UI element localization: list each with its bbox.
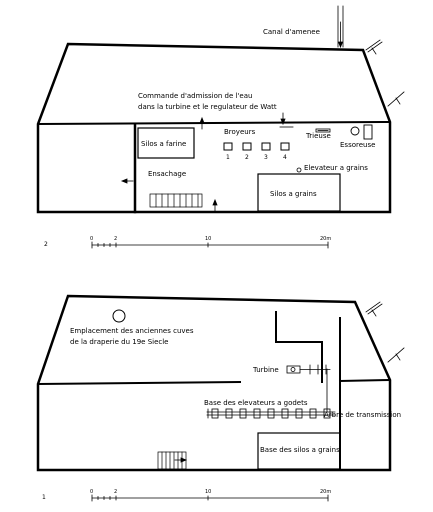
upper-labels: Canal d'amenee Commande d'admission de l… — [44, 28, 375, 248]
mill-4 — [280, 142, 290, 151]
cuves-label-line2: de la draperie du 19e Siecle — [70, 338, 169, 346]
upper-scale-2: 2 — [114, 236, 117, 242]
essoreuse-label: Essoreuse — [340, 141, 375, 149]
upper-scale-10: 10 — [205, 236, 211, 242]
transmission-shaft — [206, 408, 336, 419]
ensachage-label: Ensachage — [148, 170, 186, 178]
upper-section-marker — [365, 39, 405, 107]
command-label-line1: Commande d'admission de l'eau — [138, 92, 252, 100]
lower-labels: Emplacement des anciennes cuves de la dr… — [42, 327, 401, 501]
ensachage-arrow — [120, 178, 134, 184]
lower-plan-number: 1 — [42, 494, 46, 501]
lower-inner-wall-right — [338, 378, 392, 383]
upper-scale-0: 0 — [90, 236, 93, 242]
lower-scale-bar — [91, 494, 329, 502]
lower-inner-wall-left — [36, 380, 242, 386]
upper-building-outline — [36, 42, 392, 214]
elevateur-marker — [296, 167, 302, 173]
broyeurs-label: Broyeurs — [224, 128, 256, 136]
upper-scale-20m: 20m — [320, 236, 331, 242]
mill-number-3: 3 — [264, 154, 268, 161]
upper-plan-number: 2 — [44, 241, 48, 248]
lower-section-marker — [365, 301, 405, 363]
silos-farine-label: Silos a farine — [141, 140, 186, 148]
lower-scale-10: 10 — [205, 489, 211, 495]
silos-farine-box — [137, 127, 195, 159]
silos-grains-label: Silos a grains — [270, 190, 317, 198]
mill-1 — [223, 142, 233, 151]
essoreuse-circle — [350, 126, 360, 136]
upper-small-arrow — [199, 116, 205, 130]
elevateur-label: Elevateur a grains — [304, 164, 368, 172]
mill-2 — [242, 142, 252, 151]
canal-label: Canal d'amenee — [263, 28, 320, 36]
broyeurs-mills — [223, 142, 290, 151]
upper-staircase — [149, 193, 203, 208]
command-arrow — [279, 112, 294, 128]
upper-scale-bar — [91, 241, 329, 249]
turbine-label: Turbine — [252, 366, 279, 374]
cuves-label-line1: Emplacement des anciennes cuves — [70, 327, 194, 335]
lower-annex-wall — [275, 311, 323, 343]
mill-number-1: 1 — [226, 154, 230, 161]
lower-stair-arrow — [174, 457, 188, 463]
trieuse-label: Trieuse — [305, 132, 331, 140]
lower-scale-2: 2 — [114, 489, 117, 495]
base-silos-box — [257, 432, 341, 470]
upper-plan-walls — [36, 42, 392, 214]
mill-3 — [261, 142, 271, 151]
upper-inner-wall — [36, 120, 392, 126]
lower-plan-walls — [36, 294, 392, 472]
base-elevateurs-label: Base des elevateurs a godets — [204, 399, 308, 407]
lower-scale-20m: 20m — [320, 489, 331, 495]
arbre-label: Arbre de transmission — [324, 411, 401, 419]
turbine-machine — [286, 364, 331, 375]
canal-pipe — [337, 5, 344, 49]
lower-scale-0: 0 — [90, 489, 93, 495]
trieuse-machine — [315, 128, 331, 133]
mill-number-4: 4 — [283, 154, 287, 161]
command-label-line2: dans la turbine et le regulateur de Watt — [138, 103, 277, 111]
entry-arrow — [212, 198, 218, 213]
base-silos-label: Base des silos a grains — [260, 446, 340, 454]
essoreuse-box — [363, 124, 373, 140]
anciennes-cuves-circle — [112, 309, 126, 323]
mill-number-2: 2 — [245, 154, 249, 161]
silos-grains-box — [257, 173, 341, 212]
